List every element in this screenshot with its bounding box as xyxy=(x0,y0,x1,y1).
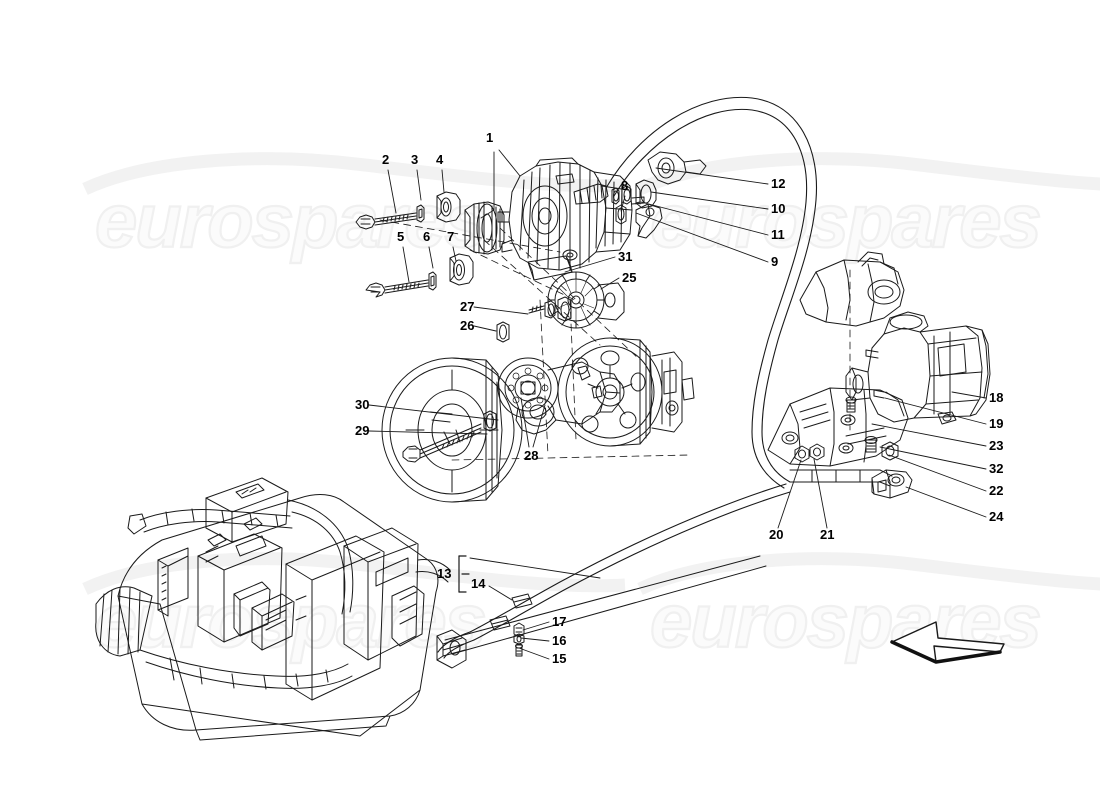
starter-bracket-upper xyxy=(799,251,905,327)
callout-26: 26 xyxy=(460,318,475,333)
callout-23: 23 xyxy=(989,438,1004,453)
starter-bracket-lower xyxy=(767,387,909,467)
idler-pulley-25 xyxy=(547,271,625,329)
callout-4: 4 xyxy=(436,152,444,167)
alternator-pulley xyxy=(464,201,505,255)
callout-15: 15 xyxy=(552,651,567,666)
assembly-axes xyxy=(379,219,851,461)
callout-20: 20 xyxy=(769,527,784,542)
callout-16: 16 xyxy=(552,633,567,648)
callout-32: 32 xyxy=(989,461,1004,476)
callout-12: 12 xyxy=(771,176,786,191)
callout-5: 5 xyxy=(397,229,405,244)
belt-tensioner-28 xyxy=(497,357,621,435)
callout-27: 27 xyxy=(460,299,475,314)
callout-21: 21 xyxy=(820,527,835,542)
bolt-upper-assembly xyxy=(355,191,461,230)
bolt-lower-assembly xyxy=(365,253,474,298)
callout-7: 7 xyxy=(447,229,455,244)
callout-30: 30 xyxy=(355,397,370,412)
cable-terminal-stack xyxy=(573,151,707,209)
insulation-pad-31 xyxy=(527,255,573,281)
callout-10: 10 xyxy=(771,201,786,216)
callout-29: 29 xyxy=(355,423,370,438)
callout-14: 14 xyxy=(471,576,486,591)
callout-17: 17 xyxy=(552,614,567,629)
cable-assembly-13 xyxy=(436,555,767,669)
battery-fuse-box-assembly xyxy=(95,477,451,741)
callout-1: 1 xyxy=(486,130,494,145)
terminal-cap-24 xyxy=(871,469,913,499)
callout-22: 22 xyxy=(989,483,1004,498)
callout-8: 8 xyxy=(621,178,629,193)
callout-25: 25 xyxy=(622,270,637,285)
bracket-base-hardware xyxy=(794,443,825,463)
terminal-hardware-8 xyxy=(615,203,663,239)
callout-28: 28 xyxy=(524,448,539,463)
crank-bolt-29-30 xyxy=(402,410,497,463)
callout-19: 19 xyxy=(989,416,1004,431)
clamp-hardware xyxy=(513,622,525,657)
callout-24: 24 xyxy=(989,509,1004,524)
tensioner-hardware xyxy=(496,296,572,343)
callout-31: 31 xyxy=(618,249,633,264)
starter-motor-18 xyxy=(845,311,991,425)
callout-3: 3 xyxy=(411,152,419,167)
callout-2: 2 xyxy=(382,152,390,167)
direction-arrow xyxy=(890,621,1005,664)
lower-cable-run xyxy=(789,469,893,487)
crank-damper-pulley xyxy=(381,357,523,503)
callout-11: 11 xyxy=(771,227,785,242)
starter-hardware xyxy=(845,396,899,461)
callout-13: 13 xyxy=(437,566,452,581)
callout-18: 18 xyxy=(989,390,1004,405)
ribbed-drive-pulley xyxy=(557,337,695,447)
callout-9: 9 xyxy=(771,254,779,269)
callout-6: 6 xyxy=(423,229,431,244)
